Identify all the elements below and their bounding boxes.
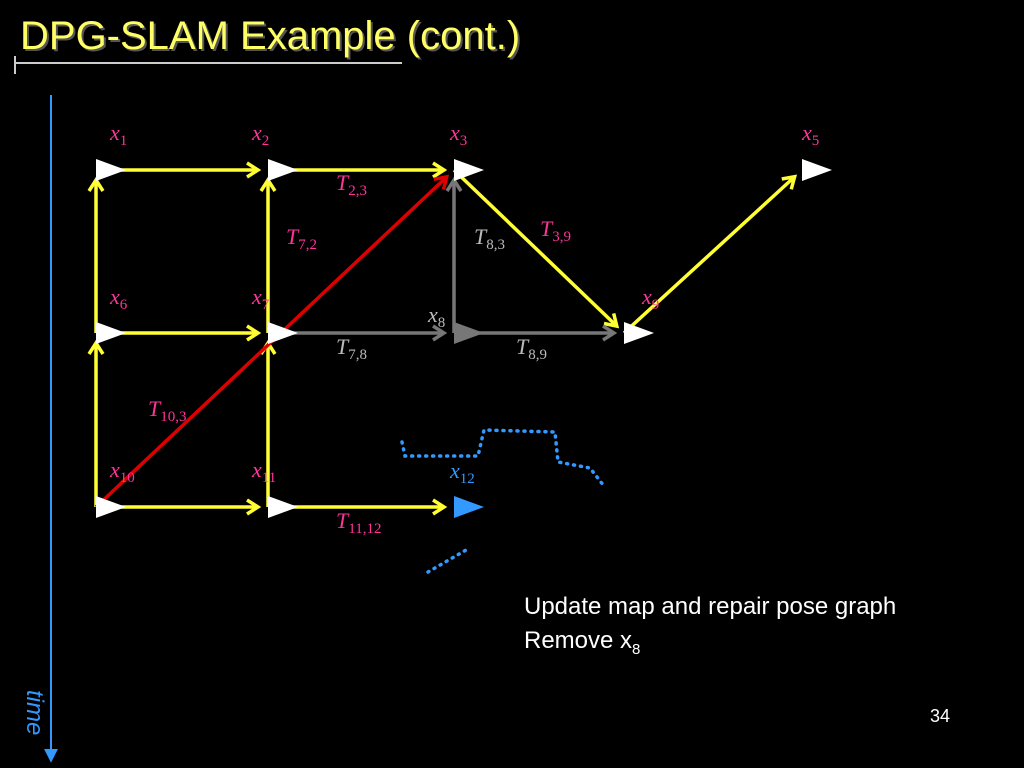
- node-label-x9: x9: [641, 284, 659, 313]
- edge-arrowhead-x6-x7: [246, 324, 262, 342]
- edge-x3-x9: [452, 168, 618, 328]
- edge-arrowhead-x9-x5: [781, 174, 798, 190]
- edge-arrowhead-x1-x2: [246, 161, 262, 179]
- note-remove-subscript: 8: [632, 640, 641, 658]
- edge-arrowhead-x7-x8: [432, 324, 448, 342]
- dotted-outline-1: [426, 548, 468, 574]
- pose-node-x11: [268, 496, 298, 518]
- time-axis-label: time: [21, 690, 48, 736]
- edge-label-T103: T10,3: [148, 396, 187, 425]
- slide-title: DPG-SLAM Example (cont.): [20, 14, 521, 58]
- page-number: 34: [930, 706, 951, 726]
- node-label-x12: x12: [449, 458, 475, 487]
- node-label-x1: x1: [109, 120, 127, 149]
- node-label-x5: x5: [801, 120, 819, 149]
- pose-node-x10: [96, 496, 126, 518]
- pose-node-x12: [454, 496, 484, 518]
- dotted-map-outline: [400, 428, 606, 574]
- pose-node-x2: [268, 159, 298, 181]
- pose-node-x7: [268, 322, 298, 344]
- node-label-x3: x3: [449, 120, 467, 149]
- nodes: [96, 159, 832, 518]
- edges: [87, 161, 798, 516]
- edge-arrowhead-x10-x11: [246, 498, 262, 516]
- note-remove-text: Remove x: [524, 627, 633, 654]
- pose-node-x5: [802, 159, 832, 181]
- edge-label-T1112: T11,12: [336, 508, 381, 537]
- dotted-outline-0: [400, 428, 606, 488]
- edge-arrowhead-x3-x9: [603, 312, 620, 329]
- edge-label-T72: T7,2: [286, 224, 317, 253]
- node-label-x2: x2: [251, 120, 269, 149]
- node-label-x6: x6: [109, 284, 128, 313]
- edge-arrowhead-x10-x3: [433, 174, 450, 190]
- pose-node-x1: [96, 159, 126, 181]
- node-label-x7: x7: [251, 284, 270, 313]
- edge-label-T83: T8,3: [474, 224, 505, 253]
- node-label-x8: x8: [427, 302, 445, 331]
- edge-label-T23: T2,3: [336, 170, 367, 199]
- labels: x1 x2 x3 x5 x6 x7 x8 x9 x10 x11 x12 T2,3T7,2 T8,3 T3,…: [109, 120, 819, 537]
- pose-node-x9: [624, 322, 654, 344]
- slide-note: Update map and repair pose graph Remove …: [524, 590, 896, 667]
- node-label-x10: x10: [109, 457, 135, 486]
- edge-label-T78: T7,8: [336, 334, 367, 363]
- edge-arrowhead-x8-x9: [602, 324, 618, 342]
- edge-arrowhead-x2-x3: [432, 161, 448, 179]
- note-line-update: Update map and repair pose graph: [524, 593, 897, 620]
- edge-arrowhead-x11-x12: [432, 498, 448, 516]
- title-underline-tick: [14, 56, 16, 74]
- pose-node-x8: [454, 322, 484, 344]
- pose-node-x6: [96, 322, 126, 344]
- node-label-x11: x11: [251, 457, 276, 486]
- edge-x9-x5: [622, 175, 796, 335]
- note-line-remove: Remove x8: [524, 624, 896, 667]
- title-underline: [14, 62, 402, 64]
- edge-label-T39: T3,9: [540, 216, 571, 245]
- pose-node-x3: [454, 159, 484, 181]
- edge-label-T89: T8,9: [516, 334, 547, 363]
